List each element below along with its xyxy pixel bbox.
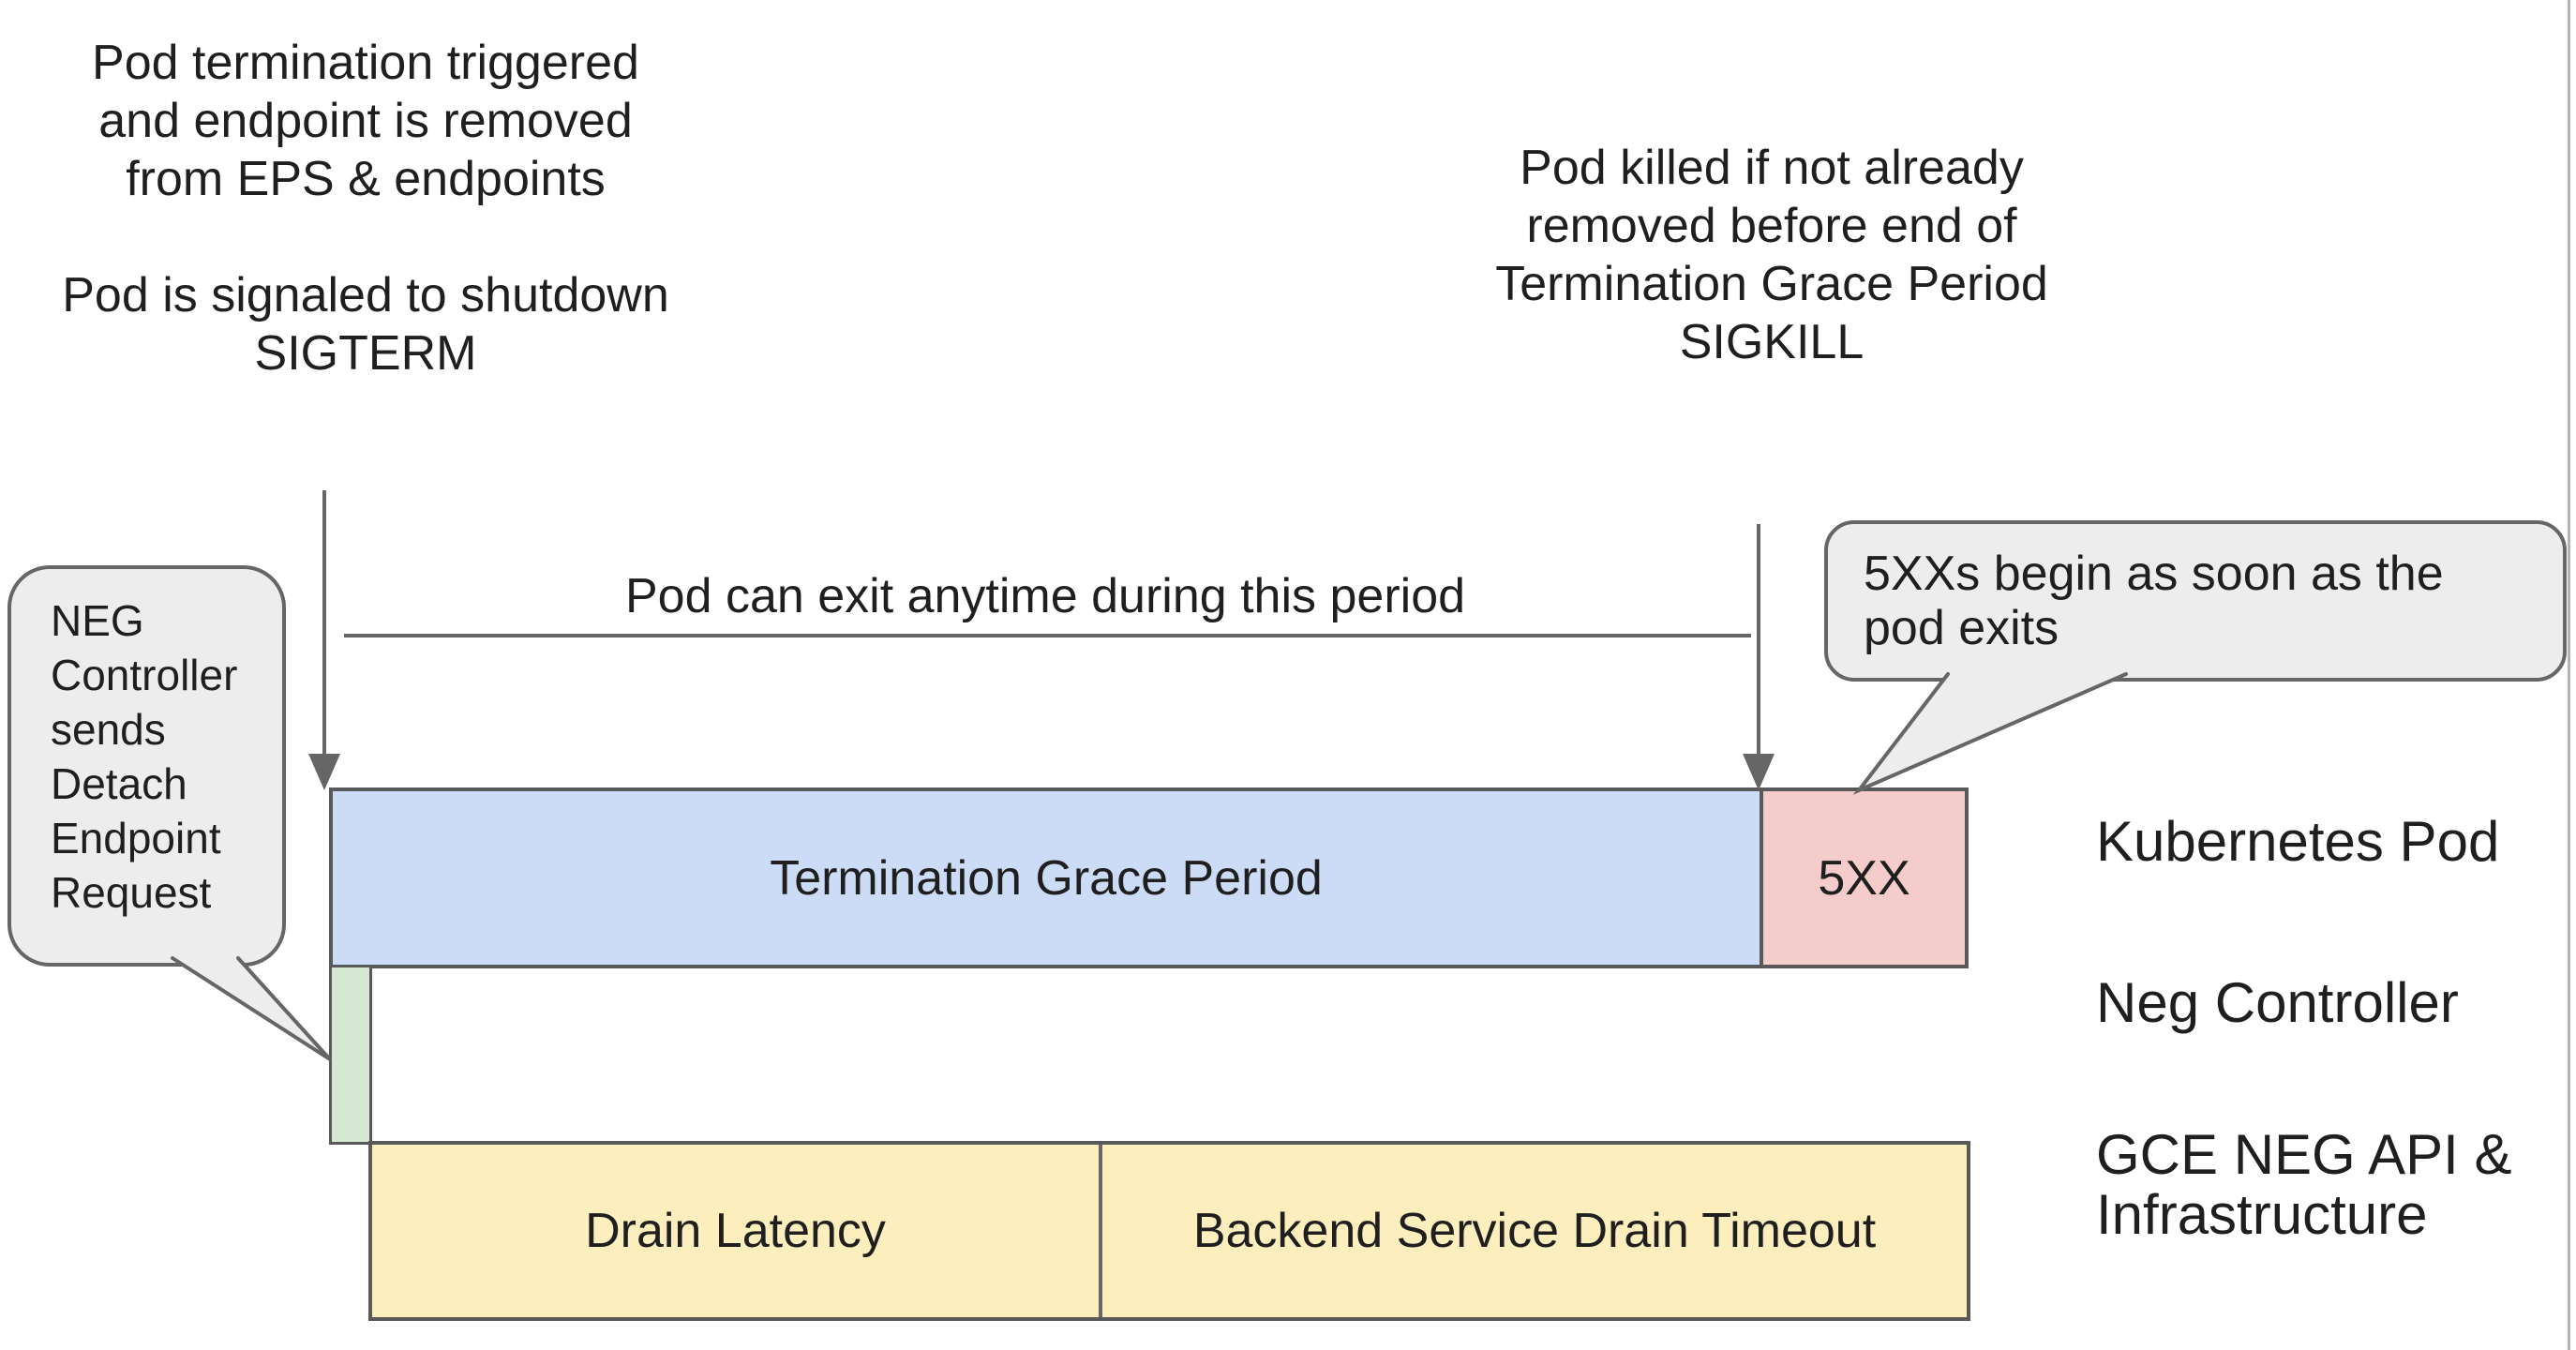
5xx-bubble-tail [1852, 672, 2128, 795]
row-label-gce: GCE NEG API & Infrastructure [2096, 1125, 2511, 1245]
drain-latency-cell: Drain Latency [372, 1145, 1099, 1317]
termination-grace-period-bar: Termination Grace Period [329, 788, 1763, 968]
5xx-error-label: 5XX [1818, 850, 1910, 906]
5xx-begin-bubble: 5XXs begin as soon as the pod exits [1824, 520, 2567, 682]
annotation-line: Pod is signaled to shutdown [62, 268, 669, 322]
backend-drain-timeout-label: Backend Service Drain Timeout [1192, 1204, 1877, 1258]
bubble-line: 5XXs begin as soon as the [1864, 547, 2444, 601]
annotation-line: Termination Grace Period [1495, 257, 2048, 311]
period-note: Pod can exit anytime during this period [624, 569, 1466, 623]
bubble-line: pod exits [1864, 601, 2059, 655]
annotation-pod-termination: Pod termination triggered and endpoint i… [37, 34, 694, 382]
annotation-line: Pod killed if not already [1520, 141, 2024, 195]
drain-latency-label: Drain Latency [585, 1204, 886, 1258]
bubble-line: Detach [51, 759, 187, 808]
sigterm-arrow-head-icon [308, 754, 340, 790]
annotation-line: SIGTERM [254, 326, 477, 381]
gce-drain-bar: Drain Latency Backend Service Drain Time… [368, 1141, 1970, 1321]
bubble-line: sends [51, 705, 166, 754]
canvas-edge-line [2568, 0, 2570, 1350]
row-label-gce-line2: Infrastructure [2096, 1183, 2428, 1246]
annotation-line: Pod termination triggered [92, 36, 639, 90]
annotation-line: and endpoint is removed [98, 94, 633, 148]
sigkill-arrow-head-icon [1743, 754, 1775, 790]
bubble-line: Request [51, 868, 212, 917]
row-label-kubernetes-pod: Kubernetes Pod [2096, 810, 2500, 873]
5xx-error-bar: 5XX [1760, 788, 1969, 968]
neg-controller-bubble: NEG Controller sends Detach Endpoint Req… [7, 565, 286, 967]
annotation-line: removed before end of [1526, 199, 2017, 253]
detach-endpoint-strip [329, 965, 372, 1145]
annotation-spacer [37, 208, 694, 266]
annotation-line: from EPS & endpoints [126, 152, 606, 206]
annotation-pod-killed: Pod killed if not already removed before… [1444, 139, 2100, 371]
row-label-neg-controller: Neg Controller [2096, 971, 2459, 1034]
bubble-line: Controller [51, 651, 238, 699]
termination-grace-period-label: Termination Grace Period [770, 850, 1323, 906]
bubble-line: Endpoint [51, 814, 221, 862]
row-label-gce-line1: GCE NEG API & [2096, 1123, 2512, 1186]
annotation-line: SIGKILL [1679, 315, 1865, 369]
bubble-line: NEG [51, 596, 144, 645]
neg-bubble-tail [171, 956, 332, 1061]
backend-drain-timeout-cell: Backend Service Drain Timeout [1099, 1145, 1967, 1317]
